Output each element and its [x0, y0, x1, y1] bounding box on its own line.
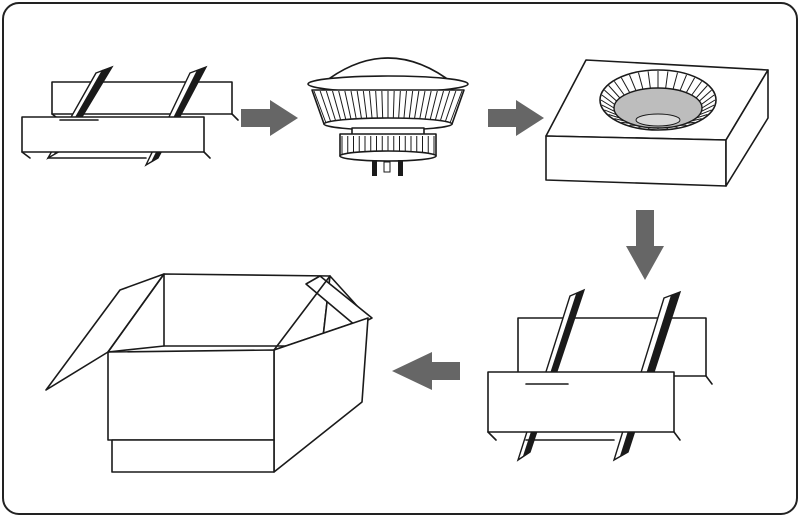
arrow-left — [392, 352, 460, 390]
fin-line — [685, 77, 696, 93]
fin-line — [699, 109, 712, 116]
fin-line — [428, 90, 438, 124]
fin-line — [332, 90, 342, 124]
fin-line — [608, 85, 621, 99]
fin-line — [434, 90, 444, 124]
arrow-right-2 — [488, 100, 544, 136]
fin-line — [665, 71, 669, 89]
fin-line — [629, 74, 637, 91]
fin-line — [444, 90, 457, 124]
fin-line — [423, 90, 432, 124]
arrow-right-1 — [241, 100, 298, 136]
fin-line — [413, 90, 420, 124]
fin-line — [679, 74, 687, 91]
foam-tray-icon — [545, 59, 769, 187]
fin-line — [439, 90, 451, 124]
fin-line — [344, 90, 353, 124]
fin-line — [604, 89, 617, 102]
fin-line — [449, 90, 463, 124]
fin-line — [604, 109, 617, 116]
divider-insert-icon — [21, 65, 239, 167]
fin-line — [356, 90, 363, 124]
arrow-down — [626, 210, 664, 280]
fin-line — [418, 90, 426, 124]
fin-line — [601, 94, 615, 105]
fin-line — [701, 104, 715, 112]
fin-line — [325, 90, 337, 124]
fin-line — [701, 94, 715, 105]
fin-line — [600, 99, 615, 109]
fin-line — [350, 90, 358, 124]
fin-line — [319, 90, 332, 124]
fin-line — [672, 72, 678, 90]
fin-line — [695, 85, 708, 99]
fin-line — [601, 104, 615, 112]
fin-line — [613, 81, 625, 96]
fin-line — [620, 77, 631, 93]
fin-line — [338, 90, 348, 124]
fin-line — [701, 99, 716, 109]
divider-insert-stacked-icon — [487, 288, 713, 462]
fin-line — [638, 72, 644, 90]
led-lamp-icon — [307, 57, 469, 176]
open-box-icon — [45, 273, 373, 473]
fin-line — [691, 81, 703, 96]
fin-line — [699, 89, 712, 102]
fin-line — [647, 71, 651, 89]
fin-line — [313, 90, 327, 124]
